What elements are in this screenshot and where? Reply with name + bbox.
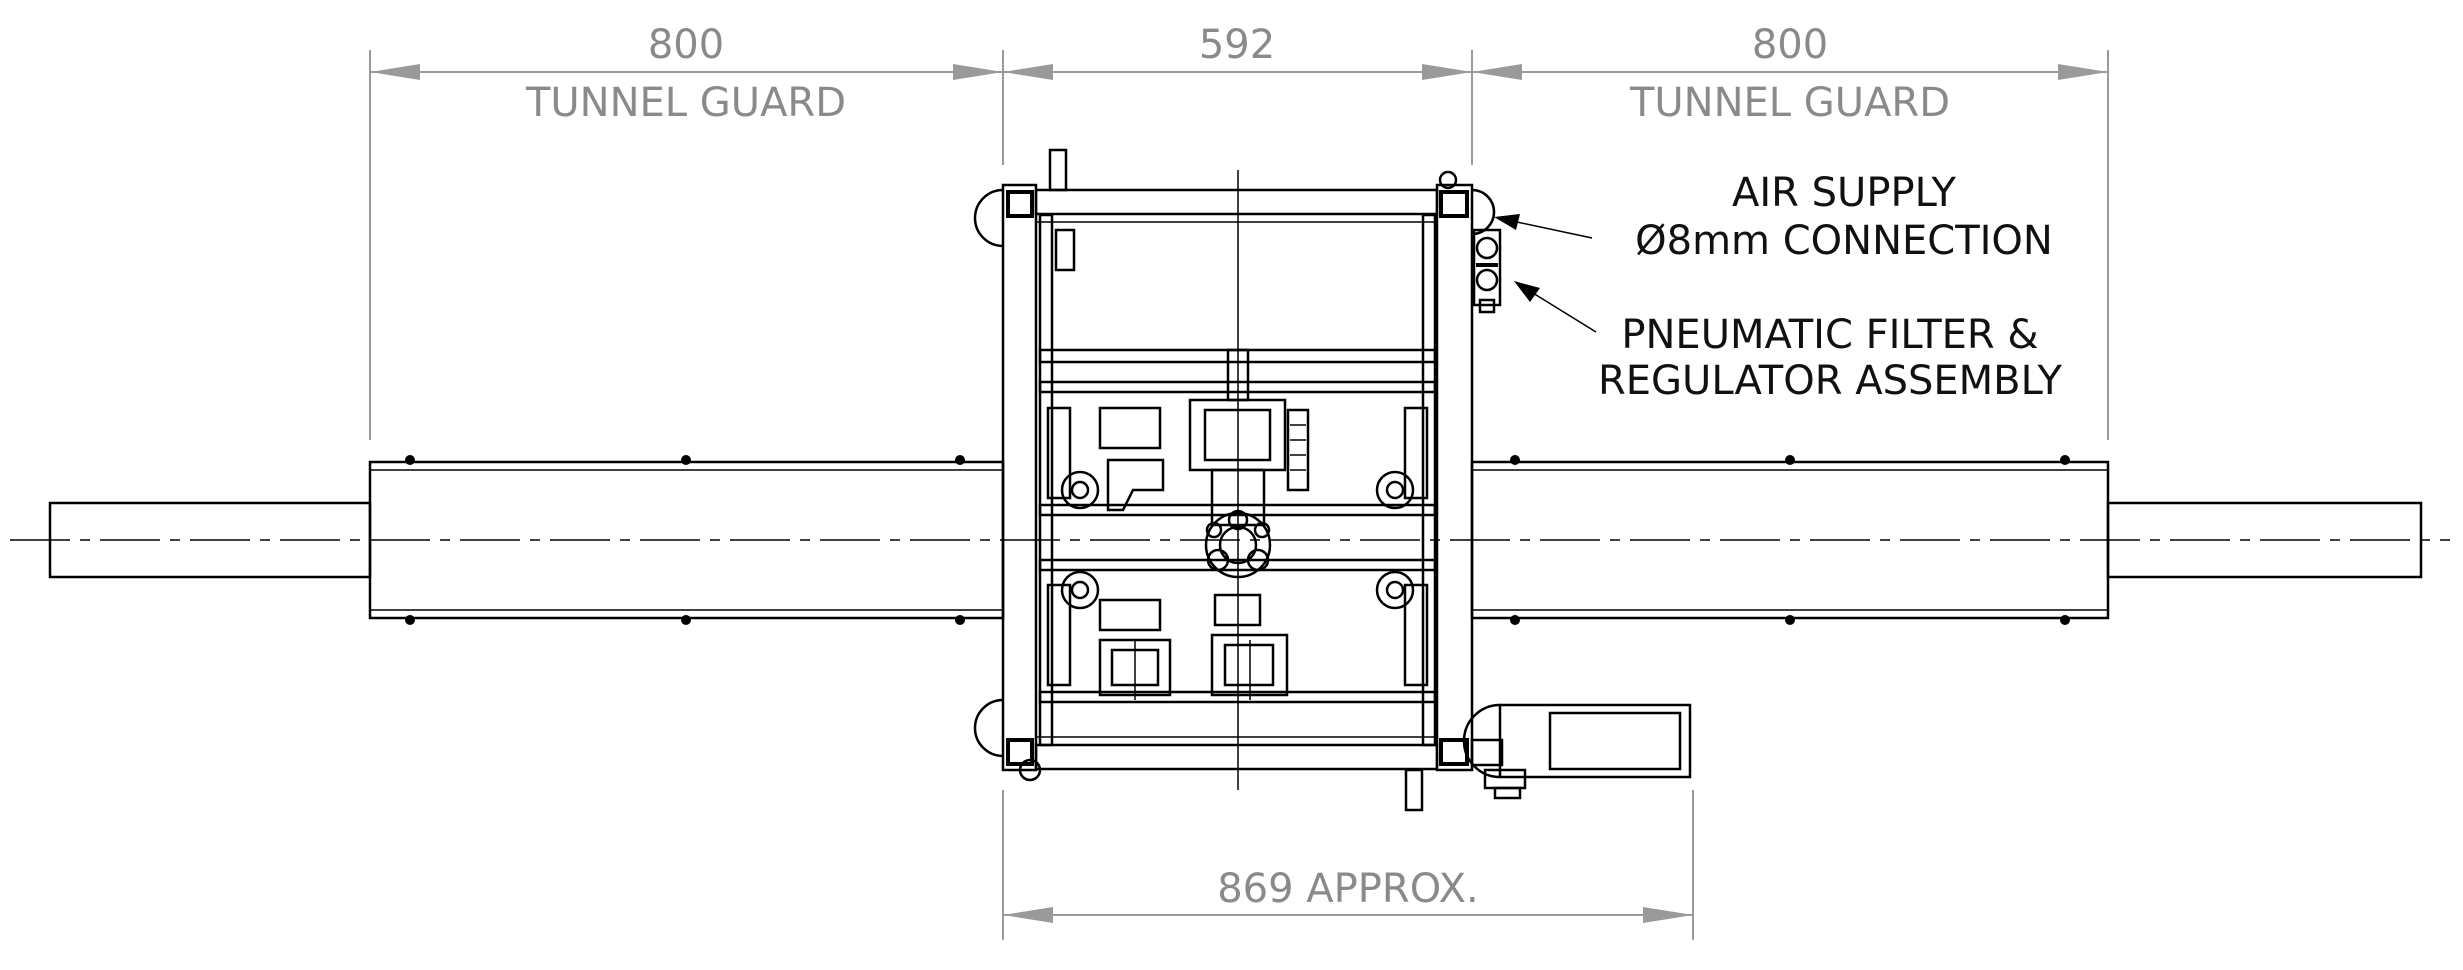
print-head-assembly (1204, 509, 1272, 579)
right-guard-value: 800 (1752, 22, 1828, 68)
overall-width-value: 869 APPROX. (1217, 866, 1479, 912)
callout-air-supply: AIR SUPPLY Ø8mm CONNECTION (1494, 170, 2053, 264)
control-box (1462, 703, 1692, 800)
right-tunnel-guard (1470, 455, 2423, 625)
left-guard-value: 800 (648, 22, 724, 68)
left-guard-label: TUNNEL GUARD (525, 80, 846, 126)
dimension-left-guard: 800 TUNNEL GUARD (369, 22, 1004, 440)
dimension-overall-width: 869 APPROX. (1002, 790, 1694, 940)
air-supply-line1: AIR SUPPLY (1732, 170, 1957, 216)
pneumatic-filter-regulator (1472, 228, 1502, 314)
mechanism-upper (1046, 348, 1429, 527)
callout-filter-regulator: PNEUMATIC FILTER & REGULATOR ASSEMBLY (1514, 281, 2063, 404)
right-guard-label: TUNNEL GUARD (1629, 80, 1950, 126)
dimension-center-frame: 592 (1003, 22, 1473, 165)
center-frame-value: 592 (1199, 22, 1275, 68)
air-supply-line2: Ø8mm CONNECTION (1635, 218, 2053, 264)
filter-line2: REGULATOR ASSEMBLY (1598, 358, 2063, 404)
filter-line1: PNEUMATIC FILTER & (1621, 312, 2038, 358)
mechanism-lower (1046, 570, 1429, 700)
dimension-right-guard: 800 TUNNEL GUARD (1472, 22, 2109, 440)
machine-frame (973, 148, 1496, 812)
